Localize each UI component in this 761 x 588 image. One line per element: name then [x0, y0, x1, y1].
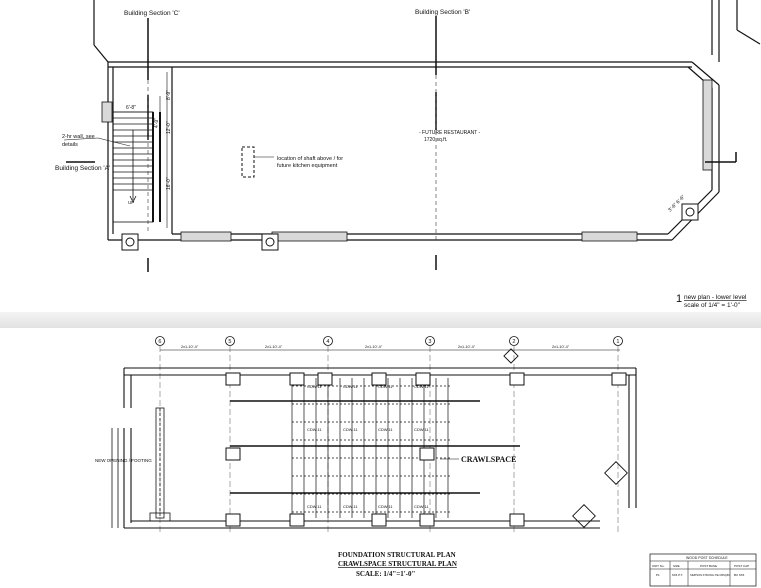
foundation-piers — [225, 372, 627, 527]
diamond-markers — [503, 348, 628, 528]
joist-tag: CDW.11 — [343, 504, 358, 509]
foundation-plan-title: FOUNDATION STRUCTURAL PLAN — [338, 551, 456, 559]
joist-tag: CDW.11 — [307, 504, 322, 509]
grid-bubble-label: 5 — [228, 339, 231, 345]
schedule-cell-base: SIMPSON STRONG-TIE CBSQ66 — [690, 573, 730, 577]
schedule-header-base: POST BASE — [700, 564, 717, 568]
joist-tag: CDW.11 — [378, 384, 393, 389]
column-piers — [121, 203, 699, 251]
pier — [317, 372, 333, 386]
schedule-header-size: SIZE — [673, 564, 680, 568]
crawlspace-label: CRAWLSPACE — [461, 455, 516, 464]
grid-bubble-1 — [613, 336, 623, 346]
crawlspace-plan-title: CRAWLSPACE STRUCTURAL PLAN — [338, 560, 457, 568]
joist-tag: CDW.11 — [414, 427, 429, 432]
pier — [289, 513, 305, 527]
grid-bubble-5 — [225, 336, 235, 346]
wall-note-line-1: 2-hr wall, see — [62, 134, 95, 140]
top-dimension-labels: 2x1-10'-4" 2x1-10'-4" 2x1-10'-4" 2x1-10'-4"… — [181, 345, 570, 349]
sheet-divider — [0, 312, 761, 328]
grid-bubbles: 6 5 4 3 2 1 — [155, 336, 623, 346]
joist-tag: CDW.11 — [307, 384, 322, 389]
grid-bubble-2 — [509, 336, 519, 346]
windows — [101, 79, 713, 242]
exterior-walls — [93, 0, 761, 241]
building-section-b-label: Building Section 'B' — [415, 9, 470, 16]
joist-tag: CDW.11 — [343, 427, 358, 432]
left-note: NEW OPENING / FOOTING — [95, 458, 152, 463]
dimension-12-0: 12'-0" — [166, 121, 172, 134]
grid-bubble-label: 4 — [326, 339, 329, 345]
dimension-16-0: 16'-0" — [166, 177, 172, 190]
foundation-plan-scale: SCALE: 1/4"=1'-0" — [356, 570, 416, 578]
top-dimension-label: 2x1-10'-4" — [458, 345, 476, 349]
reference-lines — [147, 75, 437, 240]
shaft-note-line-2: future kitchen equipment — [277, 163, 338, 169]
dimension-lines — [63, 72, 168, 228]
wall-note-line-2: details — [62, 142, 78, 148]
pier — [611, 372, 627, 386]
drawing-number: 1 — [676, 293, 682, 305]
room-name: - FUTURE RESTAURANT - — [419, 130, 481, 136]
grid-bubble-3 — [425, 336, 435, 346]
dimension-8-9: 8'-9" — [166, 90, 172, 100]
top-dimension-label: 2x1-10'-4" — [265, 345, 283, 349]
joist-tag: CDW.11 — [343, 384, 358, 389]
lower-level-plan-sheet: Building Section 'C' Building Section 'B… — [55, 0, 761, 309]
schedule-header-unit: UNIT No. — [652, 564, 665, 568]
dimension-6-8: 6'-8" — [126, 105, 136, 111]
schedule-cell-size: 6X6 P.T. — [672, 573, 683, 577]
joist-tag: CDW.11 — [378, 427, 393, 432]
future-shaft-outline — [241, 146, 255, 178]
top-dimension-label: 2x1-10'-4" — [552, 345, 570, 349]
building-section-c-label: Building Section 'C' — [124, 10, 180, 17]
stair — [112, 111, 161, 223]
joist-tag: CDW.11 — [414, 384, 429, 389]
pier — [419, 513, 435, 527]
building-section-a-label: Building Section 'A' — [55, 165, 110, 172]
left-footing-section — [111, 407, 171, 528]
grid-bubble-4 — [323, 336, 333, 346]
joist-tag: CDW.11 — [307, 427, 322, 432]
pier — [509, 513, 525, 527]
top-dimension-label: 2x1-10'-4" — [365, 345, 383, 349]
grid-bubble-label: 1 — [616, 339, 619, 345]
lower-level-plan-drawing: Building Section 'C' Building Section 'B… — [55, 0, 761, 309]
wood-post-schedule: WOOD POST SCHEDULE UNIT No. SIZE POST BA… — [649, 553, 757, 587]
pier — [225, 447, 241, 461]
pier — [289, 372, 305, 386]
beam-lines — [230, 400, 520, 494]
grid-bubble-label: 6 — [158, 339, 161, 345]
schedule-cell-cap: BC 6X6 — [734, 573, 745, 577]
pier — [509, 372, 525, 386]
grid-bubble-label: 3 — [428, 339, 431, 345]
pier — [225, 513, 241, 527]
pier — [371, 372, 387, 386]
pier — [225, 372, 241, 386]
dimension-4-9: 4'-9" — [154, 118, 160, 128]
schedule-title: WOOD POST SCHEDULE — [686, 556, 728, 560]
grid-bubble-label: 2 — [512, 339, 515, 345]
stair-up-label: UP — [128, 200, 134, 205]
drawing-scale: scale of 1/4" = 1'-0" — [684, 302, 741, 309]
schedule-cell-unit: P1 — [656, 573, 660, 577]
pier — [415, 372, 431, 386]
pier — [419, 447, 435, 461]
joist-tag: CDW.11 — [378, 504, 393, 509]
joist-tag: CDW.11 — [414, 504, 429, 509]
schedule-header-cap: POST CAP — [734, 564, 749, 568]
pier — [371, 513, 387, 527]
top-dimension-label: 2x1-10'-4" — [181, 345, 199, 349]
room-area: 1720 sq.ft. — [424, 137, 447, 143]
grid-bubble-6 — [155, 336, 165, 346]
drawing-title: new plan - lower level — [684, 294, 747, 301]
shaft-note-line-1: location of shaft above / for — [277, 156, 343, 162]
